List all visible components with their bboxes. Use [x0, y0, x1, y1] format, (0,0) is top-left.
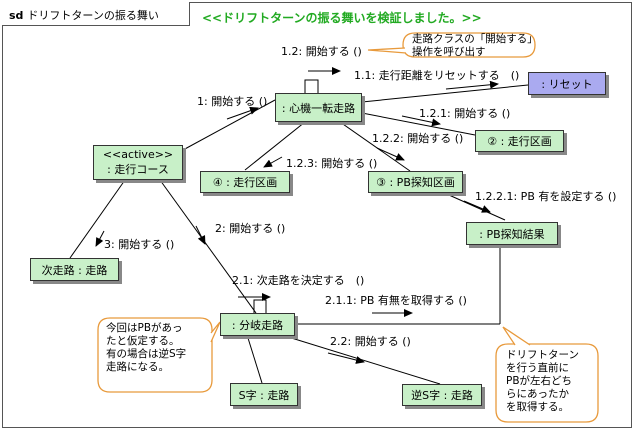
note-right-line: PBが左右どち — [506, 375, 573, 387]
arrow-m2-2 — [327, 352, 365, 364]
msg-1: 1: 開始する () — [197, 95, 268, 108]
arrow-m1-2-2-1 — [463, 200, 491, 213]
msg-1-2-3: 1.2.3: 開始する () — [286, 157, 378, 170]
note-top-line: 操作を呼び出す — [412, 46, 486, 58]
note-top-tail — [367, 47, 407, 54]
link-zone3-result — [439, 190, 506, 221]
node-shinki[interactable]: : 心機一転走路 — [275, 93, 362, 122]
note-right-line: らにあったか — [506, 388, 569, 400]
arrow-m1-1 — [445, 80, 499, 90]
note-right-shape — [495, 343, 599, 423]
link-shinki-zone2 — [361, 112, 476, 136]
arrow-m3 — [95, 230, 105, 247]
course-stereotype: <<active>> — [102, 148, 174, 161]
node-zone4[interactable]: ④ : 走行区画 — [200, 171, 290, 193]
msg-1-2-1: 1.2.1: 開始する () — [419, 107, 511, 120]
link-shinki-reset — [361, 84, 529, 103]
arrow-m1-2-2 — [376, 147, 405, 161]
note-left-tail — [210, 321, 221, 343]
link-course-shinki — [182, 99, 276, 151]
note-right-tail — [502, 326, 531, 346]
link-branch-s — [247, 337, 263, 384]
note-right-line: を取得する。 — [506, 401, 569, 413]
node-next-path[interactable]: 次走路 : 走路 — [30, 258, 119, 281]
diagram-title: <<ドリフトターンの振る舞いを検証しました。>> — [202, 11, 482, 25]
msg-1-2: 1.2: 開始する () — [281, 45, 362, 58]
node-reset[interactable]: : リセット — [528, 72, 606, 95]
note-left-shape — [97, 317, 213, 393]
node-branch[interactable]: : 分岐走路 — [220, 313, 295, 336]
msg-1-1: 1.1: 走行距離をリセットする () — [354, 69, 520, 82]
arrow-m2 — [195, 225, 206, 245]
note-left-line: 今回はPBがあっ — [106, 322, 183, 334]
arrow-m1-2-3 — [263, 156, 283, 168]
node-course[interactable]: <<active>> : 走行コース — [93, 145, 183, 180]
link-shinki-zone4 — [244, 121, 306, 171]
link-course-next — [69, 179, 126, 259]
note-top-shape — [402, 32, 536, 58]
msg-2-2: 2.2: 開始する () — [330, 335, 411, 348]
msg-2-1: 2.1: 次走路を決定する () — [232, 274, 365, 287]
tab-name: ドリフトターンの振る舞い — [27, 9, 159, 22]
note-left-line: 有の場合は逆S字 — [106, 348, 187, 360]
note-right: ドリフトターン を行う直前に PBが左右どち らにあったか を取得する。 — [506, 349, 579, 414]
self-loop-branch — [253, 299, 267, 316]
link-course-branch — [159, 179, 257, 314]
node-zone3[interactable]: ③ : PB探知区画 — [368, 171, 463, 193]
msg-3: 3: 開始する () — [104, 238, 175, 251]
note-left-line: 走路になる。 — [106, 361, 169, 373]
course-name: : 走行コース — [107, 163, 169, 176]
node-zone2[interactable]: ② : 走行区画 — [475, 130, 564, 152]
arrow-m1 — [226, 106, 259, 120]
note-right-line: ドリフトターン — [506, 349, 579, 361]
link-shinki-zone3 — [339, 121, 411, 172]
msg-1-2-2: 1.2.2: 開始する () — [372, 132, 464, 145]
msg-2-1-1: 2.1.1: PB 有無を取得する () — [325, 294, 467, 307]
node-s-path[interactable]: S字 : 走路 — [230, 383, 298, 406]
note-left: 今回はPBがあっ たと仮定する。 有の場合は逆S字 走路になる。 — [106, 322, 186, 374]
note-top: 走路クラスの「開始する」 操作を呼び出す — [412, 33, 538, 59]
msg-2: 2: 開始する () — [215, 222, 286, 235]
node-rev-s-path[interactable]: 逆S字 : 走路 — [402, 384, 482, 406]
self-loop-shinki — [304, 79, 319, 95]
tab-keyword: sd — [9, 9, 24, 22]
msg-1-2-2-1: 1.2.2.1: PB 有を設定する () — [475, 190, 617, 203]
node-pb-result[interactable]: : PB探知結果 — [466, 222, 558, 245]
note-right-line: を行う直前に — [506, 362, 569, 374]
note-left-line: たと仮定する。 — [106, 335, 180, 347]
note-top-line: 走路クラスの「開始する」 — [412, 33, 538, 45]
arrow-m1-2-1 — [401, 115, 441, 127]
